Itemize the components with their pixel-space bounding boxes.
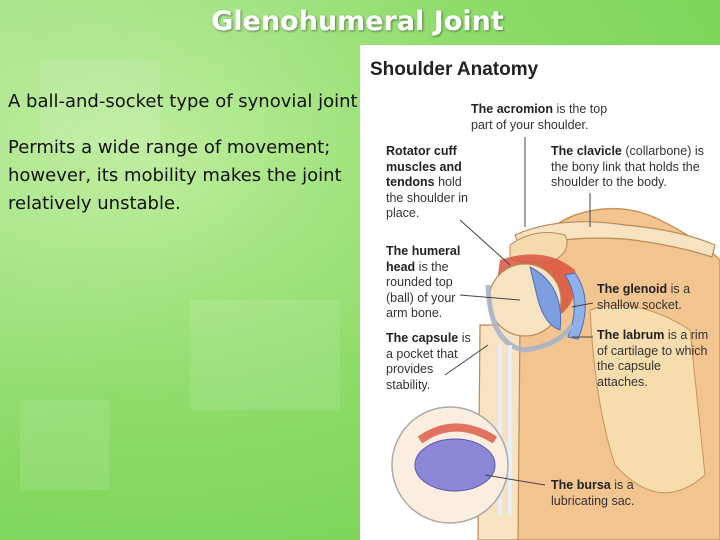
label-humeral-head: The humeral head is the rounded top (bal…	[386, 244, 461, 320]
label-glenoid: The glenoid is a shallow socket.	[597, 282, 691, 312]
bullet-item: Permits a wide range of movement; howeve…	[8, 137, 342, 214]
shoulder-illustration	[391, 137, 720, 540]
figure-title: Shoulder Anatomy	[370, 59, 539, 80]
shoulder-anatomy-figure: Shoulder Anatomy The acromion is the top…	[360, 45, 720, 540]
slide-title: Glenohumeral Joint	[211, 6, 504, 37]
label-clavicle: The clavicle (collarbone) is the bony li…	[551, 144, 704, 189]
background-tile	[20, 400, 110, 490]
label-capsule: The capsule is a pocket that provides st…	[386, 331, 471, 392]
label-rotator-cuff: Rotator cuff muscles and tendons hold th…	[386, 144, 469, 220]
label-labrum: The labrum is a rim of cartilage to whic…	[597, 328, 709, 389]
label-acromion: The acromion is the top part of your sho…	[471, 102, 608, 132]
bullet-item: A ball-and-socket type of synovial joint	[8, 91, 358, 112]
bullet-list: A ball-and-socket type of synovial joint…	[8, 88, 360, 236]
label-bursa: The bursa is a lubricating sac.	[551, 478, 635, 508]
background-tile	[190, 300, 340, 410]
background-tile	[40, 60, 160, 150]
